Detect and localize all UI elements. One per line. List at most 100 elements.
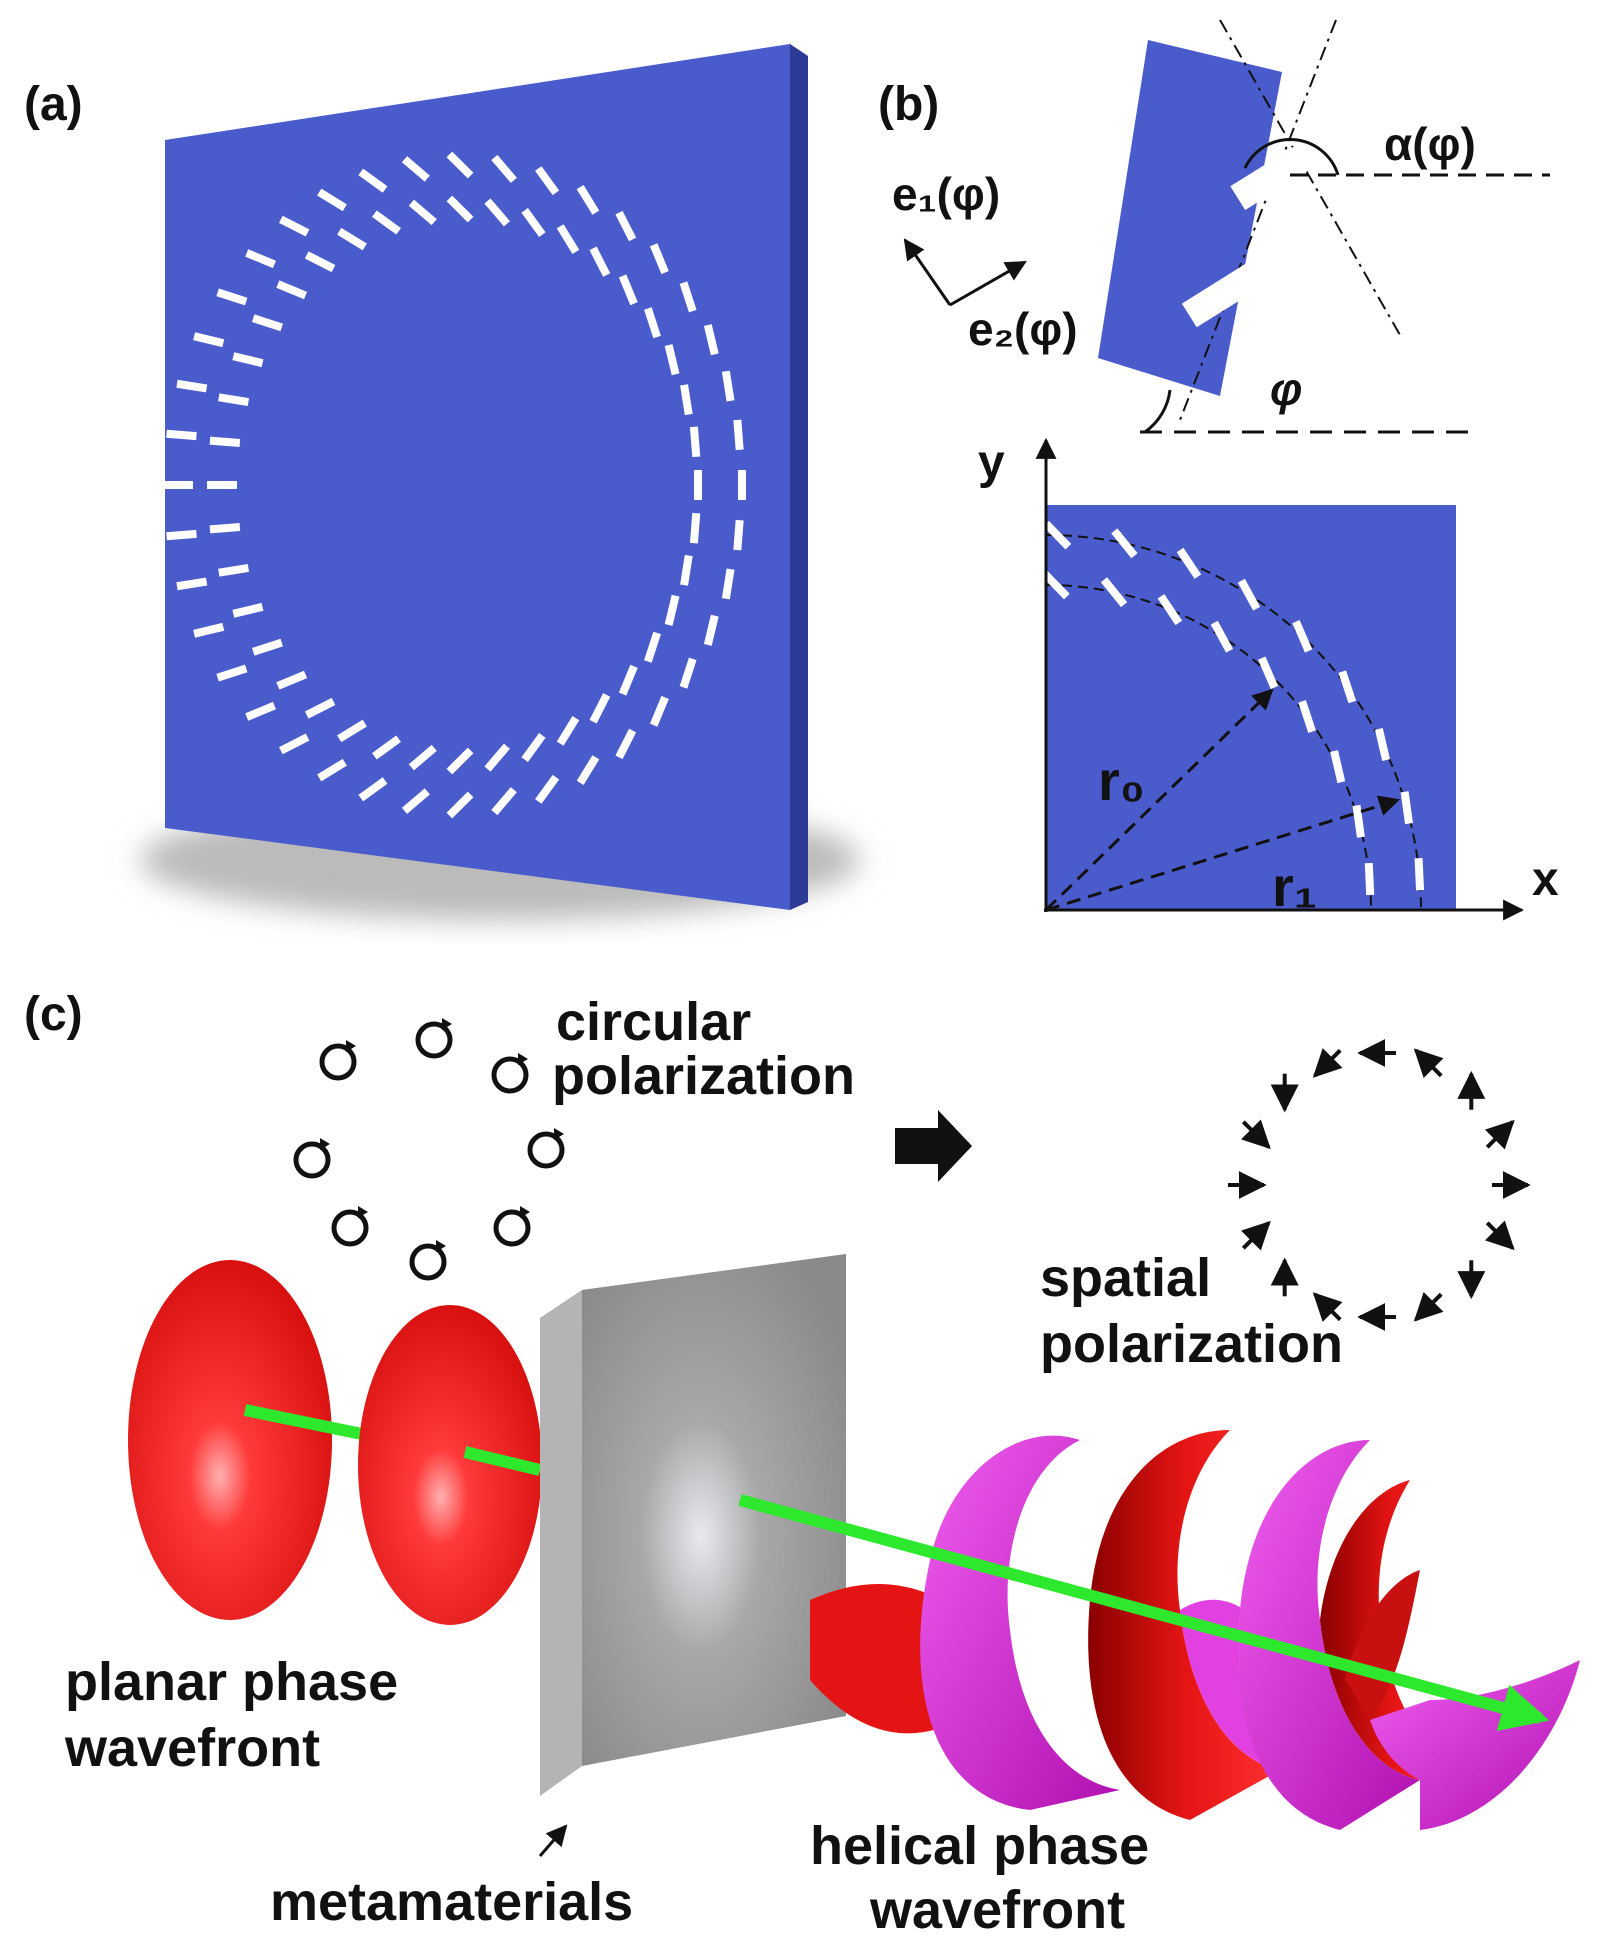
spatial-polarization-ring — [1228, 1039, 1531, 1331]
slit — [535, 774, 560, 804]
slit — [218, 564, 250, 577]
slit — [1041, 570, 1070, 600]
metamaterial-pointer — [538, 1824, 568, 1857]
slit — [176, 379, 208, 393]
slit — [644, 307, 661, 339]
slit — [738, 470, 746, 500]
slit — [446, 195, 474, 223]
slit — [276, 670, 308, 690]
circular-polarization-icon — [493, 1206, 531, 1247]
slit — [1043, 520, 1072, 550]
helical-wavefront — [738, 1430, 1580, 1830]
slit — [721, 568, 735, 600]
r1-vector — [1045, 795, 1401, 912]
quadrant-plot — [1035, 437, 1525, 921]
slit — [484, 743, 510, 772]
slit — [491, 787, 517, 816]
slit — [304, 251, 336, 273]
metamaterials-label: metamaterials — [270, 1872, 633, 1932]
beam-segment-2 — [463, 1446, 542, 1476]
slit — [664, 594, 680, 626]
slit — [401, 788, 430, 814]
slit — [679, 657, 697, 689]
slit — [279, 733, 310, 755]
slit — [193, 332, 225, 348]
slit — [689, 512, 701, 544]
slit — [232, 352, 264, 368]
slit — [1157, 594, 1183, 626]
slit — [556, 716, 580, 746]
local-basis — [903, 238, 1027, 307]
slit — [251, 638, 284, 656]
cell-slit-2 — [1181, 252, 1279, 328]
slit — [317, 758, 347, 782]
slit — [615, 210, 637, 242]
slit — [279, 215, 310, 237]
slit — [209, 436, 241, 447]
slit — [733, 519, 744, 551]
slit — [576, 755, 600, 785]
circular-polarization-line-2: polarization — [552, 1046, 855, 1106]
slit — [1352, 804, 1365, 838]
slit — [1298, 700, 1316, 733]
slit — [317, 188, 347, 212]
circular-polarization-icon — [319, 1040, 357, 1081]
circular-polarization-icon — [293, 1138, 331, 1179]
slit — [703, 614, 719, 646]
slit — [337, 227, 367, 251]
transform-arrow — [895, 1110, 972, 1182]
slit — [446, 151, 474, 179]
slit — [372, 210, 401, 235]
slit — [304, 697, 336, 719]
slit — [251, 314, 284, 332]
circular-polarization-icon — [409, 1240, 447, 1281]
slit — [649, 243, 669, 275]
slit — [618, 664, 638, 696]
circular-polarization-ring — [293, 1018, 565, 1281]
planar-phase-wavefront-label: planar phase wavefront — [64, 1652, 413, 1778]
slit — [1111, 528, 1138, 559]
metamaterial-block — [538, 1254, 846, 1857]
circular-polarization-line-1: circular — [556, 992, 751, 1052]
slit — [556, 224, 580, 254]
slit — [358, 168, 388, 193]
circular-polarization-icon — [491, 1053, 529, 1094]
slit — [163, 481, 193, 489]
slit-rings — [163, 151, 746, 819]
slit — [408, 199, 437, 226]
unit-cell-block — [1098, 40, 1282, 396]
planar-wavefronts — [128, 1260, 542, 1625]
slit — [535, 166, 560, 196]
slit — [680, 384, 693, 416]
helix-magenta-1 — [920, 1435, 1120, 1810]
slit — [1364, 862, 1375, 896]
slit — [1210, 620, 1234, 653]
slit — [664, 344, 680, 376]
slit — [176, 577, 208, 591]
alpha-label: α(φ) — [1384, 118, 1476, 170]
slit — [1237, 578, 1261, 611]
slit — [1414, 858, 1425, 891]
unit-cell — [1098, 19, 1550, 434]
slit — [1374, 728, 1391, 761]
slit — [679, 281, 697, 313]
r0-vector — [1044, 688, 1274, 912]
panel-b-label: (b) — [878, 78, 939, 131]
slit — [689, 426, 701, 458]
planar-wavefront-2 — [358, 1305, 542, 1625]
slit — [372, 735, 401, 760]
slit — [245, 701, 276, 721]
phi-arc — [1144, 389, 1172, 434]
slit — [232, 602, 264, 618]
helix-red-2 — [1320, 1480, 1460, 1780]
helix-magenta-3 — [1238, 1440, 1420, 1830]
slit — [589, 246, 611, 277]
polarization-arrow — [1241, 1119, 1271, 1150]
beam-segment-3 — [738, 1494, 1550, 1732]
planar-phase-wavefront-line-2: wavefront — [64, 1718, 320, 1778]
slit — [446, 791, 474, 819]
helical-phase-wavefront-line-2: wavefront — [869, 1880, 1125, 1940]
slit — [1100, 577, 1128, 608]
quadrant-slits — [1041, 520, 1425, 896]
